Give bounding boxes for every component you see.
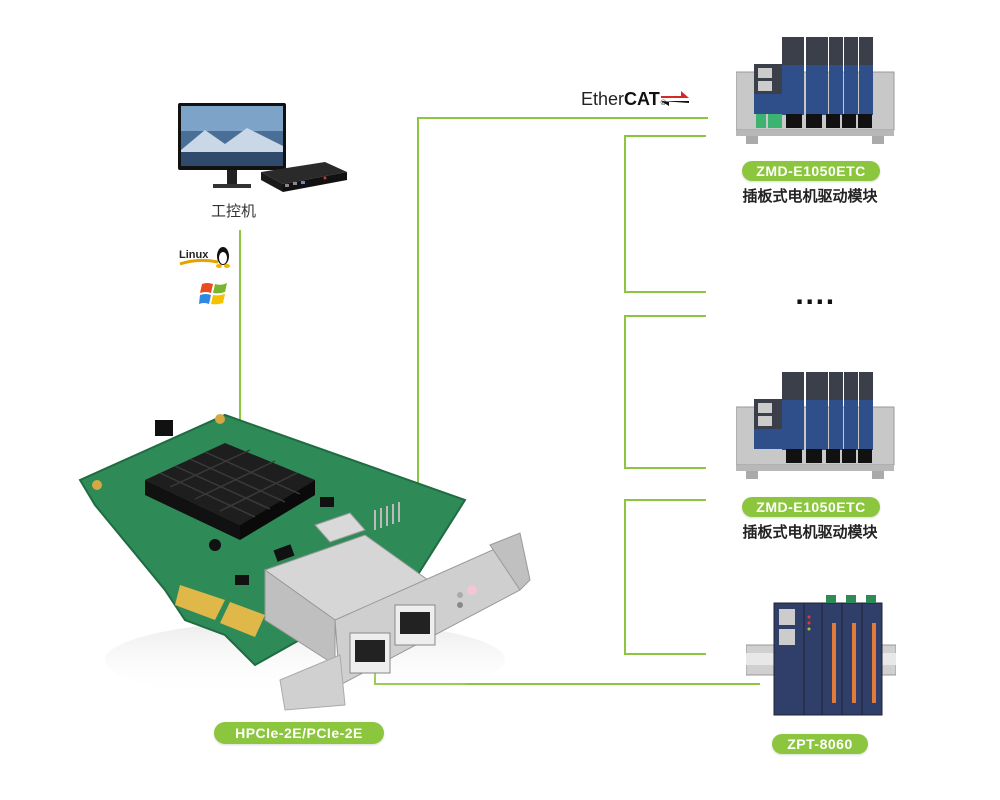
io-module-rail bbox=[745, 595, 897, 720]
motor-drive-module-2 bbox=[735, 367, 896, 479]
linux-tux-icon: Linux bbox=[178, 238, 233, 270]
device-model-badge-2: ZMD-E1050ETC bbox=[742, 497, 880, 517]
industrial-pc-icon bbox=[175, 100, 355, 195]
card-model-badge: HPCIe-2E/PCIe-2E bbox=[214, 722, 384, 744]
ethercat-logo: EtherCAT® bbox=[581, 89, 691, 115]
registered-mark: ® bbox=[659, 99, 667, 107]
more-devices-ellipsis: .... bbox=[795, 282, 836, 310]
ethercat-arrows-icon bbox=[661, 91, 689, 106]
host-label: 工控机 bbox=[211, 202, 257, 220]
ethercat-logo-text-bold: CAT bbox=[624, 89, 660, 109]
device-model-badge-1: ZMD-E1050ETC bbox=[742, 161, 880, 181]
bus-branch-3 bbox=[624, 499, 706, 655]
device-model-badge-3: ZPT-8060 bbox=[772, 734, 868, 754]
device-description-2: 插板式电机驱动模块 bbox=[742, 523, 878, 541]
ethercat-bus-line bbox=[417, 117, 708, 600]
motor-drive-module-1 bbox=[735, 32, 896, 144]
device-description-1: 插板式电机驱动模块 bbox=[742, 187, 878, 205]
bus-branch-2 bbox=[624, 315, 706, 469]
pcie-ethercat-card bbox=[75, 405, 535, 715]
linux-text: Linux bbox=[179, 249, 209, 261]
bus-branch-1 bbox=[624, 135, 706, 293]
power-connector bbox=[155, 420, 173, 436]
windows-logo-icon bbox=[199, 280, 229, 308]
ethercat-logo-text-regular: Ether bbox=[581, 89, 625, 109]
